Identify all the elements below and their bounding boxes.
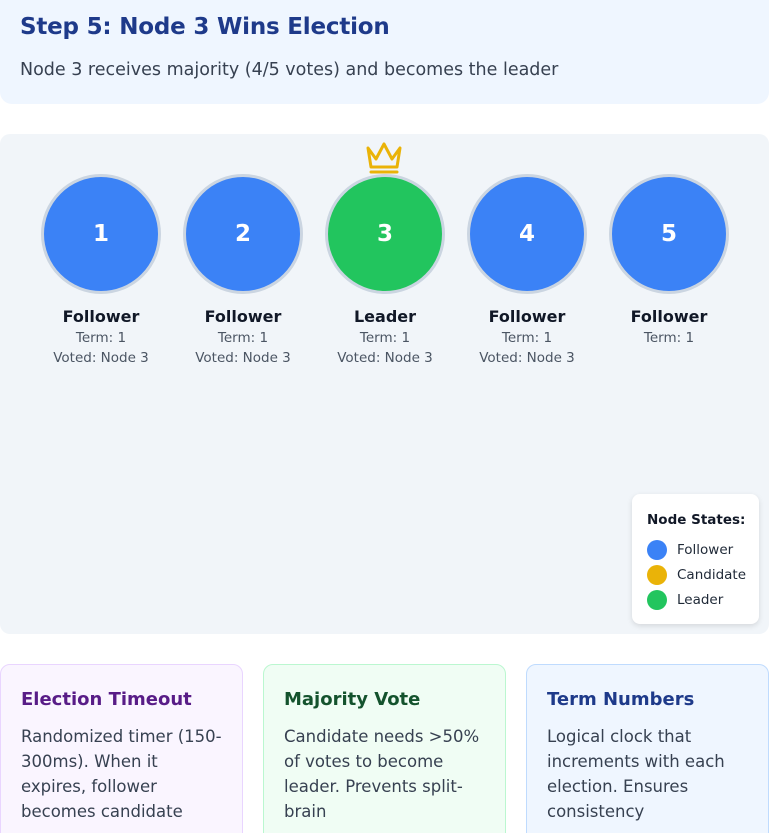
card-title: Election Timeout: [21, 689, 192, 710]
step-title: Step 5: Node 3 Wins Election: [20, 14, 390, 40]
node-id: 3: [376, 221, 393, 247]
node-3[interactable]: 3: [325, 174, 445, 294]
step-description: Node 3 receives majority (4/5 votes) and…: [20, 60, 559, 80]
leader-dot-icon: [647, 589, 667, 610]
node-role: Follower: [630, 307, 708, 326]
legend-item-leader: Leader: [647, 587, 759, 612]
card-election-timeout: Election Timeout Randomized timer (150-3…: [0, 664, 243, 833]
node-term: Term: 1: [359, 330, 411, 346]
legend-label: Leader: [677, 591, 724, 608]
legend-label: Follower: [677, 541, 734, 558]
node-role: Follower: [488, 307, 566, 326]
node-vote: Voted: Node 3: [479, 350, 575, 366]
legend-item-follower: Follower: [647, 537, 759, 562]
node-2-info: Follower Term: 1 Voted: Node 3: [172, 306, 314, 368]
node-4[interactable]: 4: [467, 174, 587, 294]
card-majority-vote: Majority Vote Candidate needs >50% of vo…: [263, 664, 506, 833]
node-5-info: Follower Term: 1: [598, 306, 740, 348]
node-5[interactable]: 5: [609, 174, 729, 294]
node-term: Term: 1: [501, 330, 553, 346]
card-text: Logical clock that increments with each …: [547, 727, 725, 821]
node-vote: Voted: Node 3: [195, 350, 291, 366]
node-id: 4: [518, 221, 535, 247]
candidate-dot-icon: [647, 564, 667, 585]
card-text: Candidate needs >50% of votes to become …: [284, 727, 480, 821]
node-4-info: Follower Term: 1 Voted: Node 3: [456, 306, 598, 368]
legend-title: Node States:: [647, 512, 746, 528]
cluster-diagram: 1 2 3 4 5 Follower Term: 1 Voted: Node 3…: [0, 134, 769, 634]
node-id: 1: [92, 221, 109, 247]
node-1[interactable]: 1: [41, 174, 161, 294]
node-vote: Voted: Node 3: [53, 350, 149, 366]
node-1-info: Follower Term: 1 Voted: Node 3: [30, 306, 172, 368]
card-title: Majority Vote: [284, 689, 421, 710]
node-term: Term: 1: [217, 330, 269, 346]
node-role: Follower: [62, 307, 140, 326]
node-id: 2: [234, 221, 251, 247]
legend: Node States: Follower Candidate Leader: [632, 494, 759, 624]
node-id: 5: [660, 221, 677, 247]
node-term: Term: 1: [643, 330, 695, 346]
follower-dot-icon: [647, 539, 667, 560]
node-vote: Voted: Node 3: [337, 350, 433, 366]
card-title: Term Numbers: [547, 689, 695, 710]
node-2[interactable]: 2: [183, 174, 303, 294]
crown-icon: [366, 142, 402, 174]
node-term: Term: 1: [75, 330, 127, 346]
node-role: Leader: [353, 307, 417, 326]
node-role: Follower: [204, 307, 282, 326]
legend-label: Candidate: [677, 566, 747, 583]
node-3-info: Leader Term: 1 Voted: Node 3: [314, 306, 456, 368]
step-header: Step 5: Node 3 Wins Election Node 3 rece…: [0, 0, 769, 104]
legend-item-candidate: Candidate: [647, 562, 759, 587]
card-term-numbers: Term Numbers Logical clock that incremen…: [526, 664, 769, 833]
card-text: Randomized timer (150-300ms). When it ex…: [21, 727, 222, 821]
